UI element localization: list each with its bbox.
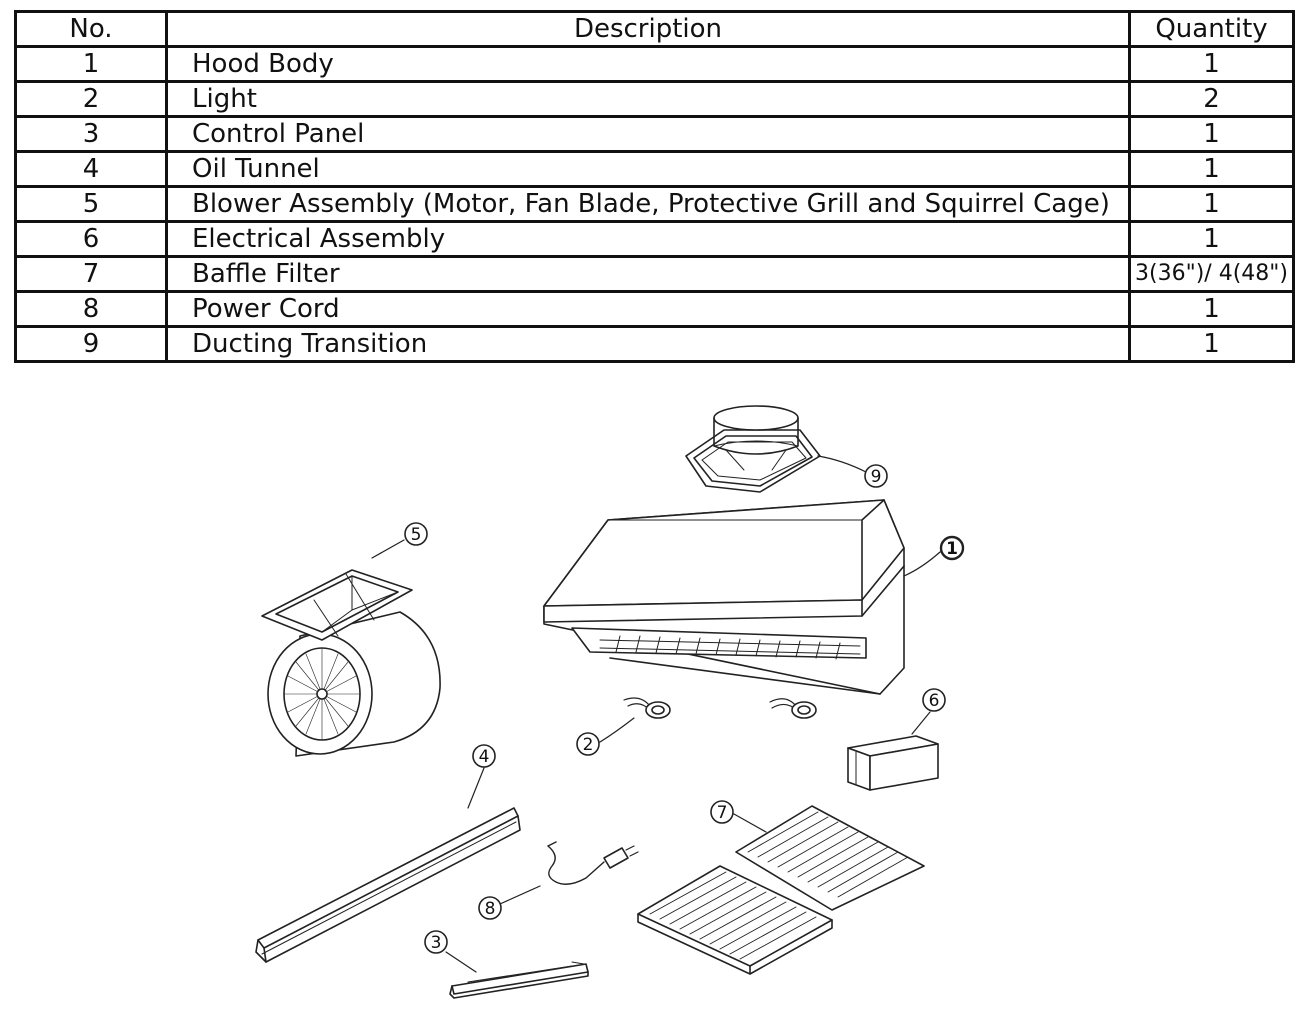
svg-text:6: 6 bbox=[929, 691, 940, 711]
callout-2: 2 bbox=[576, 732, 600, 756]
table-row: 2 Light 2 bbox=[14, 80, 1295, 118]
svg-text:3: 3 bbox=[431, 933, 442, 953]
callout-3: 3 bbox=[424, 930, 448, 954]
row-description: Baffle Filter bbox=[165, 255, 1131, 293]
row-quantity: 2 bbox=[1128, 80, 1295, 118]
baffle-filter-drawing bbox=[637, 805, 925, 975]
hood-body-drawing bbox=[543, 499, 905, 695]
row-quantity: 1 bbox=[1128, 115, 1295, 153]
table-row: 9 Ducting Transition 1 bbox=[14, 325, 1295, 363]
row-no: 7 bbox=[14, 255, 168, 293]
callout-1: 1 bbox=[939, 535, 965, 561]
callout-9: 9 bbox=[864, 464, 888, 488]
row-quantity: 1 bbox=[1128, 150, 1295, 188]
table-row: 7 Baffle Filter 3(36")/ 4(48") bbox=[14, 255, 1295, 293]
table-row: 1 Hood Body 1 bbox=[14, 45, 1295, 83]
blower-assembly-drawing bbox=[261, 569, 441, 757]
row-no: 1 bbox=[14, 45, 168, 83]
row-no: 8 bbox=[14, 290, 168, 328]
power-cord-drawing bbox=[547, 841, 639, 885]
light-drawing bbox=[623, 697, 817, 719]
row-description: Control Panel bbox=[165, 115, 1131, 153]
electrical-assembly-drawing bbox=[847, 735, 939, 791]
header-no: No. bbox=[14, 10, 168, 48]
table-row: 6 Electrical Assembly 1 bbox=[14, 220, 1295, 258]
callout-7: 7 bbox=[710, 800, 734, 824]
row-no: 6 bbox=[14, 220, 168, 258]
row-description: Blower Assembly (Motor, Fan Blade, Prote… bbox=[165, 185, 1131, 223]
row-description: Ducting Transition bbox=[165, 325, 1131, 363]
row-no: 2 bbox=[14, 80, 168, 118]
svg-text:9: 9 bbox=[871, 467, 882, 487]
row-description: Power Cord bbox=[165, 290, 1131, 328]
table-row: 4 Oil Tunnel 1 bbox=[14, 150, 1295, 188]
row-no: 3 bbox=[14, 115, 168, 153]
leader-lines bbox=[371, 455, 941, 973]
control-panel-drawing bbox=[449, 961, 589, 999]
row-quantity: 1 bbox=[1128, 45, 1295, 83]
header-quantity: Quantity bbox=[1128, 10, 1295, 48]
parts-table: No. Description Quantity 1 Hood Body 1 2… bbox=[14, 10, 1295, 363]
exploded-parts-diagram: 9 1 5 2 6 4 7 8 3 bbox=[255, 405, 965, 999]
svg-text:1: 1 bbox=[946, 539, 958, 559]
row-description: Oil Tunnel bbox=[165, 150, 1131, 188]
oil-tunnel-drawing bbox=[255, 807, 521, 963]
ducting-transition-drawing bbox=[685, 405, 821, 493]
row-description: Electrical Assembly bbox=[165, 220, 1131, 258]
row-quantity: 1 bbox=[1128, 185, 1295, 223]
row-quantity: 1 bbox=[1128, 325, 1295, 363]
table-row: 5 Blower Assembly (Motor, Fan Blade, Pro… bbox=[14, 185, 1295, 223]
row-quantity: 1 bbox=[1128, 290, 1295, 328]
row-description: Hood Body bbox=[165, 45, 1131, 83]
svg-text:4: 4 bbox=[479, 747, 490, 767]
row-quantity: 3(36")/ 4(48") bbox=[1128, 255, 1295, 293]
row-quantity: 1 bbox=[1128, 220, 1295, 258]
table-header-row: No. Description Quantity bbox=[14, 10, 1295, 48]
svg-text:2: 2 bbox=[583, 735, 594, 755]
callout-5: 5 bbox=[404, 522, 428, 546]
row-no: 9 bbox=[14, 325, 168, 363]
row-description: Light bbox=[165, 80, 1131, 118]
svg-text:8: 8 bbox=[485, 899, 496, 919]
svg-text:7: 7 bbox=[717, 803, 728, 823]
row-no: 5 bbox=[14, 185, 168, 223]
callout-8: 8 bbox=[478, 896, 502, 920]
table-row: 3 Control Panel 1 bbox=[14, 115, 1295, 153]
callout-4: 4 bbox=[472, 744, 496, 768]
header-description: Description bbox=[165, 10, 1131, 48]
svg-text:5: 5 bbox=[411, 525, 422, 545]
table-row: 8 Power Cord 1 bbox=[14, 290, 1295, 328]
callout-6: 6 bbox=[922, 688, 946, 712]
row-no: 4 bbox=[14, 150, 168, 188]
